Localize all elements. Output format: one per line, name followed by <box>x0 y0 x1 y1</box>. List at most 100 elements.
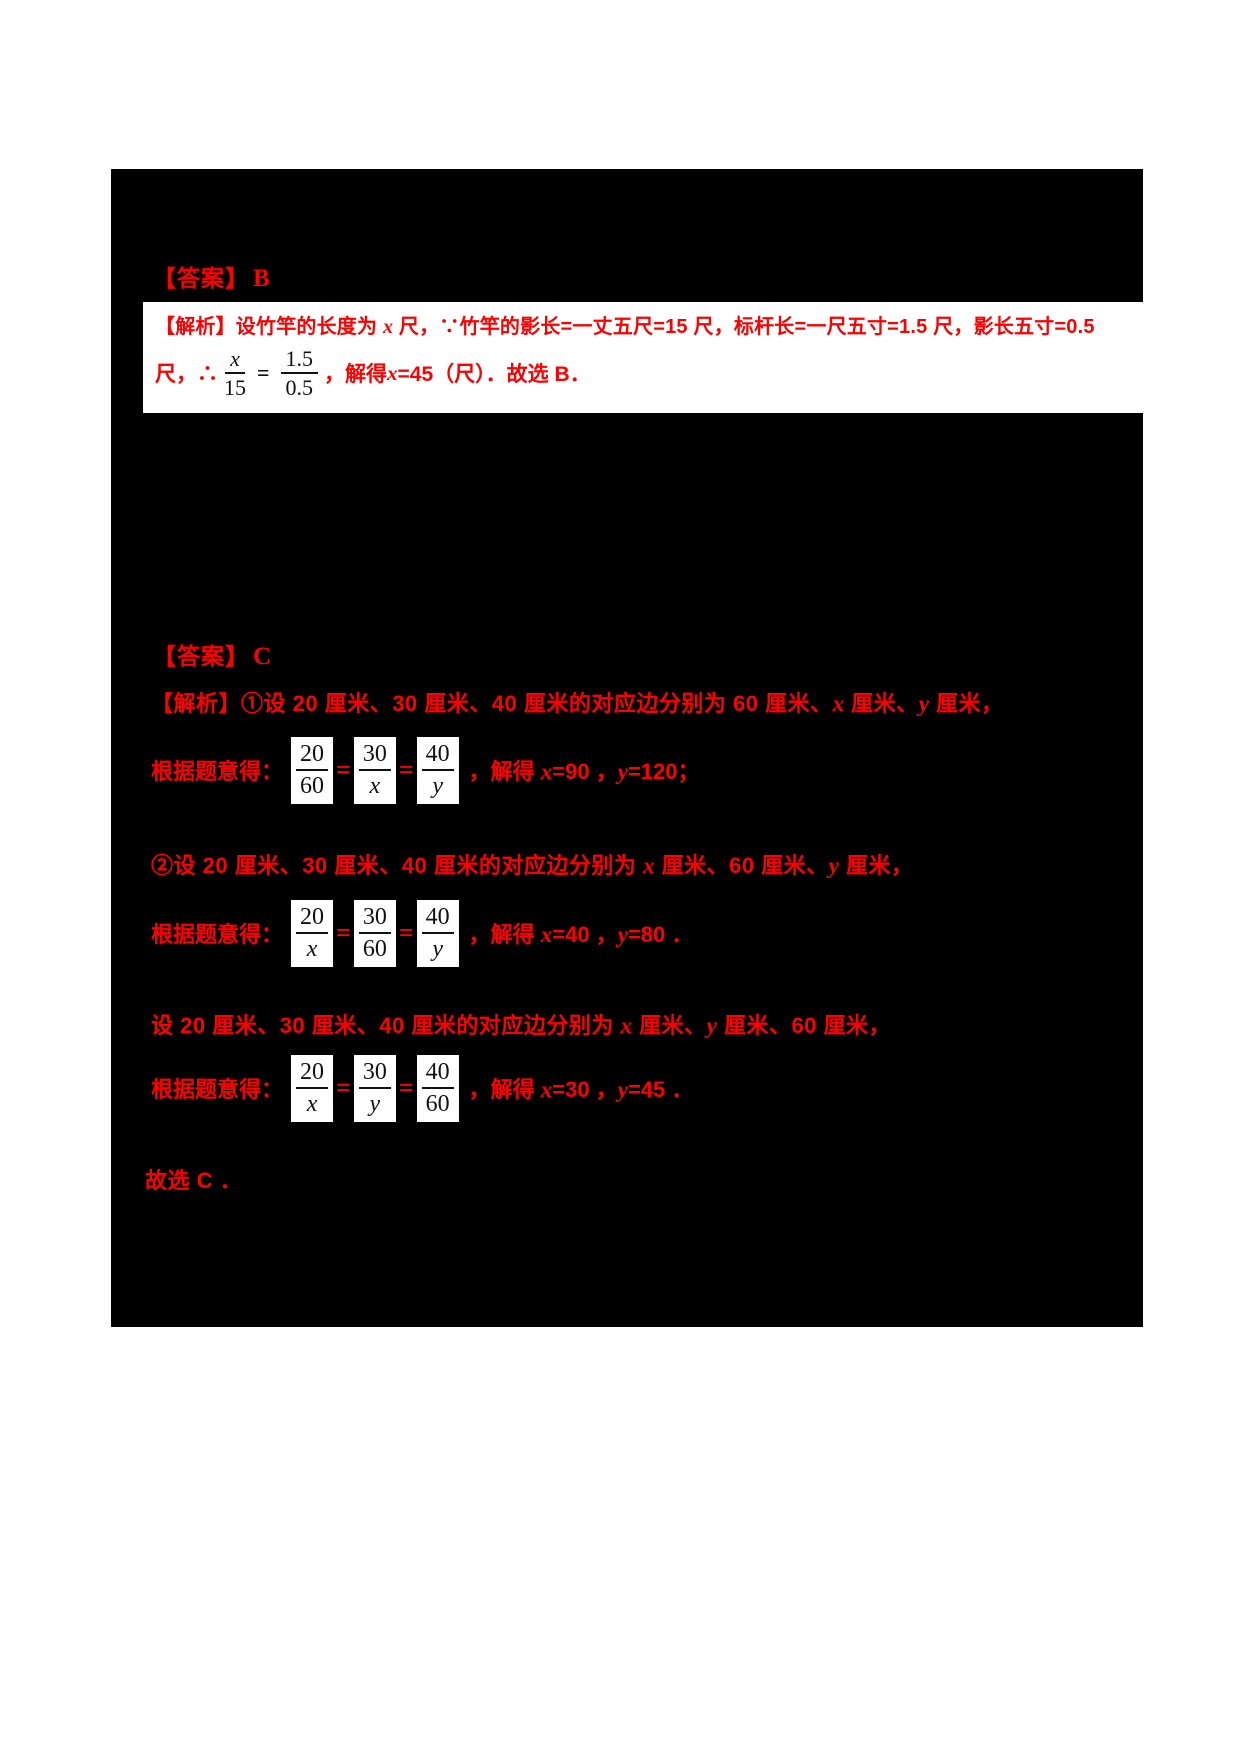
variable-x: x <box>832 691 845 716</box>
variable-x: x <box>540 759 553 785</box>
analysis-c-case3-line: 设 20 厘米、30 厘米、40 厘米的对应边分别为 x 厘米、y 厘米、60 … <box>151 1008 891 1040</box>
result-mid: =90 ， <box>552 759 618 785</box>
fraction-40-over-60: 40 60 <box>416 1055 459 1122</box>
fraction-numerator: 40 <box>421 1059 454 1090</box>
case1-pre: 【解析】①设 20 厘米、30 厘米、40 厘米的对应边分别为 60 厘米、 <box>151 691 833 716</box>
analysis-b-line2-post: =45（尺）．故选 B． <box>397 363 591 387</box>
answer-key-panel: 【答案】B 【解析】设竹竿的长度为 x 尺，∵竹竿的影长=一丈五尺=15 尺，标… <box>111 169 1143 1327</box>
equation-row-2-label: 根据题意得： <box>151 922 284 948</box>
fraction-numerator: 40 <box>421 904 454 935</box>
fraction-numerator: 20 <box>296 1059 329 1090</box>
case2-post: 厘米， <box>839 853 914 878</box>
case1-mid: 厘米、 <box>844 691 919 716</box>
result-pre: ，解得 <box>468 922 541 948</box>
variable-x: x <box>540 922 553 948</box>
fraction-denominator: x <box>306 936 318 963</box>
fraction-numerator: x <box>225 346 245 375</box>
fraction-20-over-x: 20 x <box>291 900 334 967</box>
answer-c-label: 【答案】 <box>153 643 249 669</box>
fraction-denominator: x <box>369 773 381 800</box>
case3-mid: 厘米、 <box>632 1013 707 1038</box>
case2-mid: 厘米、60 厘米、 <box>654 853 829 878</box>
fraction-20-over-60: 20 60 <box>291 737 334 804</box>
fraction-40-over-y: 40 y <box>416 737 459 804</box>
equation-row-3-result: ，解得 x=30 ，y=45 ． <box>469 1072 694 1104</box>
result-mid: =30 ， <box>552 1077 618 1103</box>
fraction-numerator: 1.5 <box>280 346 319 375</box>
analysis-b-line2-pre: 尺，∴ <box>155 363 218 387</box>
equals-sign: = <box>398 918 414 948</box>
case2-pre: ②设 20 厘米、30 厘米、40 厘米的对应边分别为 <box>151 853 643 878</box>
fraction-30-over-x: 30 x <box>353 737 396 804</box>
variable-y: y <box>617 922 628 948</box>
equation-row-2: 根据题意得： 20 x = 30 60 = 40 y ，解得 x=40 ，y=8… <box>151 900 693 967</box>
variable-x: x <box>620 1013 633 1038</box>
equals-sign: = <box>336 918 351 948</box>
answer-c-letter: C <box>253 643 273 670</box>
answer-b-label: 【答案】 <box>153 265 249 291</box>
equals-sign: = <box>336 1073 351 1103</box>
fraction-numerator: 30 <box>358 904 391 935</box>
conclusion-line: 故选 C ． <box>145 1168 243 1193</box>
answer-c-line: 【答案】C <box>153 637 272 671</box>
fraction-denominator: 60 <box>300 773 325 800</box>
variable-x: x <box>540 1077 553 1103</box>
result-post: =80 ． <box>627 922 694 948</box>
equation-row-3-label: 根据题意得： <box>151 1077 284 1103</box>
analysis-b-callout: 【解析】设竹竿的长度为 x 尺，∵竹竿的影长=一丈五尺=15 尺，标杆长=一尺五… <box>143 302 1143 413</box>
fraction-numerator: 30 <box>358 741 391 772</box>
variable-x: x <box>387 360 398 385</box>
equation-row-3: 根据题意得： 20 x = 30 y = 40 60 ，解得 x=30 ，y=4… <box>151 1055 693 1122</box>
case3-post: 厘米、60 厘米， <box>717 1013 892 1038</box>
equation-row-1-label: 根据题意得： <box>151 759 284 785</box>
equals-sign: = <box>398 1073 414 1103</box>
variable-x: x <box>382 316 394 338</box>
answer-b-letter: B <box>253 265 271 292</box>
fraction-denominator: 0.5 <box>285 375 314 401</box>
fraction-denominator: y <box>432 773 443 800</box>
analysis-b-line2: 尺，∴ x 15 = 1.5 0.5 ，解得 x =45（尺）．故选 B． <box>155 346 591 401</box>
fraction-denominator: 60 <box>425 1091 450 1118</box>
analysis-b-line1: 【解析】设竹竿的长度为 x 尺，∵竹竿的影长=一丈五尺=15 尺，标杆长=一尺五… <box>155 310 1095 339</box>
fraction-1.5-over-0.5: 1.5 0.5 <box>280 346 319 401</box>
variable-x: x <box>642 853 655 878</box>
analysis-b-line1-post: 尺，∵竹竿的影长=一丈五尺=15 尺，标杆长=一尺五寸=1.5 尺，影长五寸=0… <box>393 316 1095 338</box>
variable-y: y <box>706 1013 718 1038</box>
case3-pre: 设 20 厘米、30 厘米、40 厘米的对应边分别为 <box>151 1013 621 1038</box>
result-pre: ，解得 <box>468 759 541 785</box>
equals-sign: = <box>257 360 270 386</box>
fraction-numerator: 40 <box>421 741 454 772</box>
fraction-numerator: 20 <box>296 741 329 772</box>
equation-row-1-result: ，解得 x=90 ，y=120； <box>469 754 700 786</box>
variable-y: y <box>828 853 840 878</box>
fraction-denominator: y <box>369 1091 381 1118</box>
result-mid: =40 ， <box>552 922 618 948</box>
case1-post: 厘米， <box>929 691 1004 716</box>
fraction-x-over-15: x 15 <box>224 346 246 401</box>
analysis-c-case1-line: 【解析】①设 20 厘米、30 厘米、40 厘米的对应边分别为 60 厘米、x … <box>151 686 1004 718</box>
fraction-denominator: 60 <box>362 936 387 963</box>
equation-row-1: 根据题意得： 20 60 = 30 x = 40 y ，解得 x=90 ，y=1… <box>151 737 700 804</box>
result-post: =45 ． <box>627 1077 694 1103</box>
variable-y: y <box>918 691 930 716</box>
equals-sign: = <box>336 755 351 785</box>
result-pre: ，解得 <box>468 1077 541 1103</box>
analysis-b-line1-pre: 【解析】设竹竿的长度为 <box>155 316 383 338</box>
answer-b-line: 【答案】B <box>153 259 271 293</box>
fraction-denominator: y <box>432 936 443 963</box>
variable-y: y <box>617 1077 628 1103</box>
fraction-numerator: 20 <box>296 904 329 935</box>
fraction-20-over-x: 20 x <box>291 1055 334 1122</box>
equals-sign: = <box>398 755 414 785</box>
fraction-30-over-y: 30 y <box>353 1055 396 1122</box>
result-post: =120； <box>627 759 700 785</box>
fraction-denominator: x <box>306 1091 318 1118</box>
analysis-b-line2-mid: ，解得 <box>324 363 388 387</box>
fraction-30-over-60: 30 60 <box>353 900 396 967</box>
variable-y: y <box>617 759 628 785</box>
fraction-denominator: 15 <box>224 375 246 401</box>
fraction-40-over-y: 40 y <box>416 900 459 967</box>
fraction-numerator: 30 <box>358 1059 391 1090</box>
analysis-c-case2-line: ②设 20 厘米、30 厘米、40 厘米的对应边分别为 x 厘米、60 厘米、y… <box>151 848 914 880</box>
